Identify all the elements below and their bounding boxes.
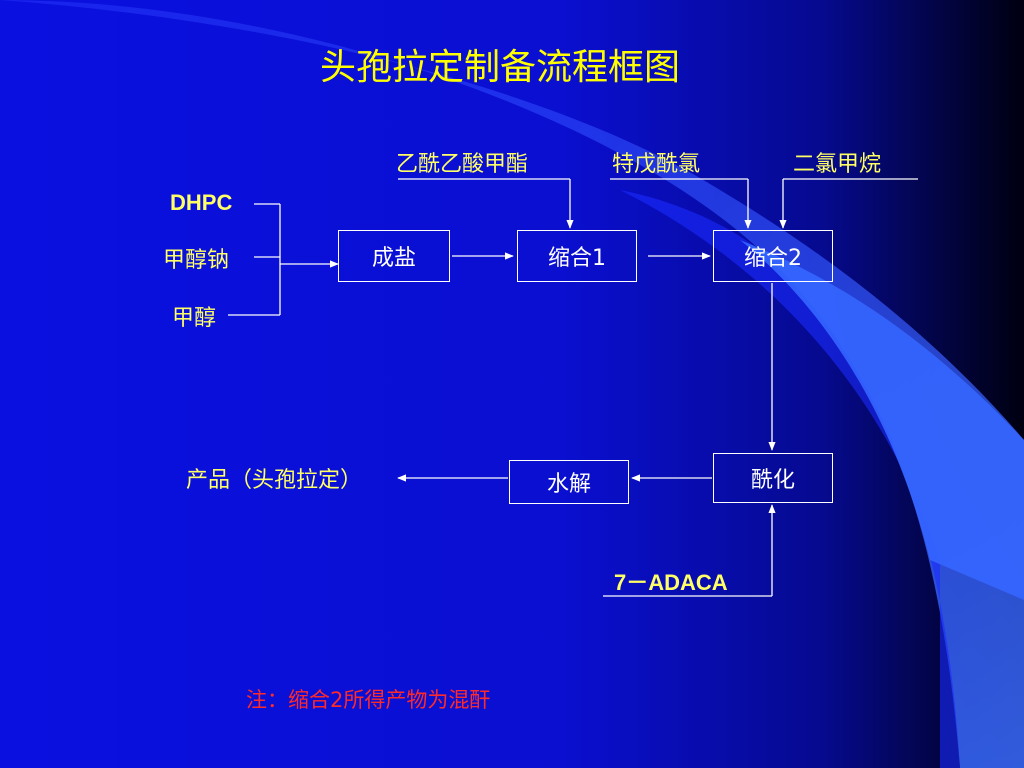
reagent-methanol: 甲醇 (172, 306, 217, 331)
step-condensation-1: 缩合1 (517, 230, 637, 282)
step-acylation: 酰化 (713, 453, 833, 503)
reagent-dichloromethane: 二氯甲烷 (793, 152, 882, 177)
step-salt-formation-label: 成盐 (371, 246, 416, 271)
page-title: 头孢拉定制备流程框图 (319, 47, 680, 88)
reagent-dhpc: DHPC (170, 190, 233, 215)
footnote: 注：缩合2所得产物为混酐 (246, 688, 491, 712)
step-hydrolysis-label: 水解 (546, 472, 591, 497)
reagent-methyl-acetoacetate: 乙酰乙酸甲酯 (396, 152, 529, 177)
reagent-pivaloyl-chloride: 特戊酰氯 (612, 152, 701, 177)
step-condensation-2: 缩合2 (713, 230, 833, 282)
step-acylation-label: 酰化 (750, 468, 795, 493)
reagent-sodium-methoxide: 甲醇钠 (163, 248, 230, 273)
step-condensation-1-label: 缩合1 (548, 246, 606, 271)
step-condensation-2-label: 缩合2 (744, 246, 802, 271)
reagent-adaca: 7－ADACA (614, 570, 728, 595)
product-label: 产品（头孢拉定） (186, 468, 363, 493)
step-hydrolysis: 水解 (509, 460, 629, 504)
step-salt-formation: 成盐 (338, 230, 450, 282)
